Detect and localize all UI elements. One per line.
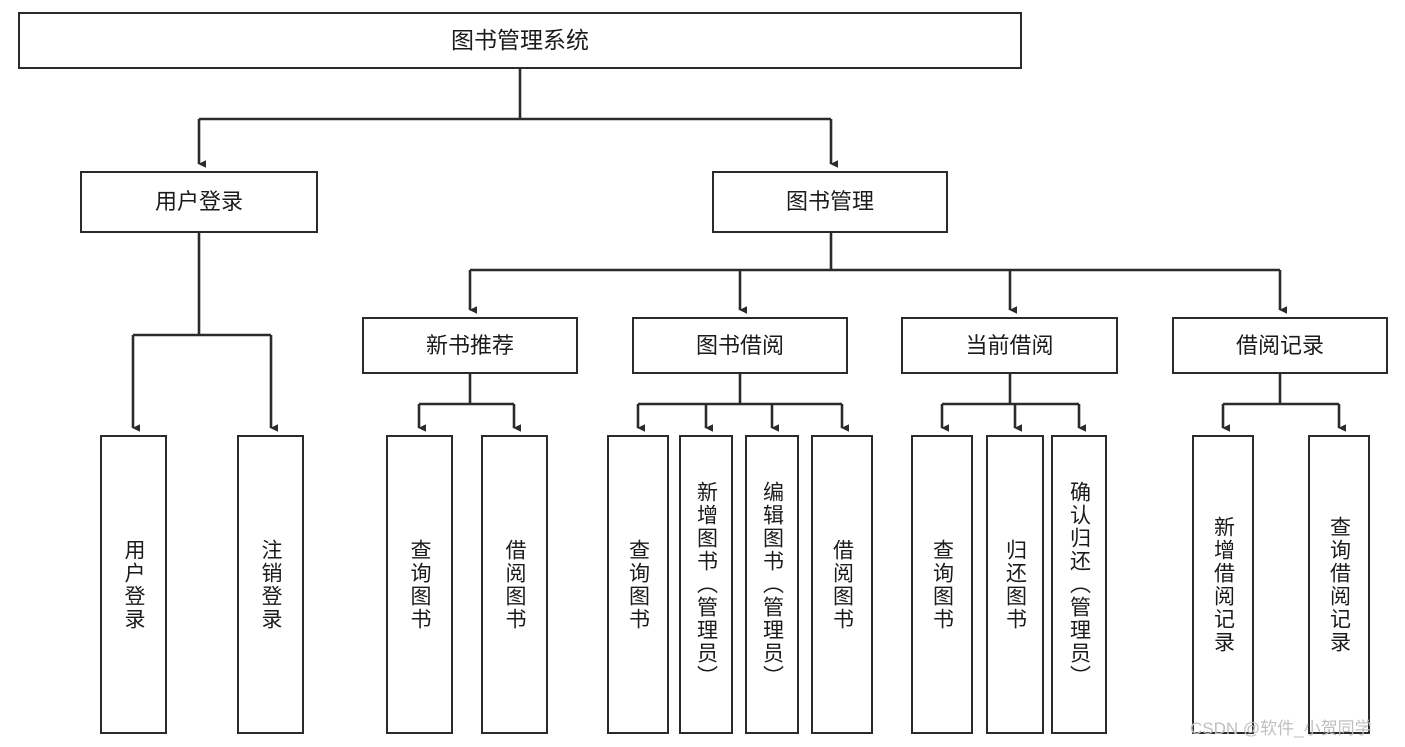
node-label: 查询图书	[930, 538, 954, 631]
node-user-login[interactable]: 用户登录	[80, 171, 318, 233]
node-book-management[interactable]: 图书管理	[712, 171, 948, 233]
node-label: 注销登录	[259, 538, 282, 631]
node-label: 查询图书	[408, 538, 431, 631]
node-leaf-user-login[interactable]: 用户登录	[100, 435, 167, 734]
node-leaf-edit-book-admin[interactable]: 编辑图书（管理员）	[745, 435, 799, 734]
node-leaf-borrow-book[interactable]: 借阅图书	[811, 435, 873, 734]
node-label: 新书推荐	[425, 332, 514, 358]
node-leaf-query-book-recommend[interactable]: 查询图书	[386, 435, 453, 734]
node-new-book-recommend[interactable]: 新书推荐	[362, 317, 578, 374]
node-leaf-confirm-return-admin[interactable]: 确认归还（管理员）	[1051, 435, 1107, 734]
node-label: 查询借阅记录	[1327, 515, 1351, 654]
node-leaf-return-book[interactable]: 归还图书	[986, 435, 1044, 734]
connector-lines	[131, 69, 1347, 432]
node-label: 确认归还（管理员）	[1067, 481, 1091, 688]
node-leaf-logout[interactable]: 注销登录	[237, 435, 304, 734]
node-label: 借阅图书	[830, 538, 854, 631]
node-label: 当前借阅	[965, 332, 1054, 358]
node-label: 编辑图书（管理员）	[760, 481, 784, 688]
node-book-borrow[interactable]: 图书借阅	[632, 317, 848, 374]
node-label: 新增借阅记录	[1211, 515, 1235, 654]
node-leaf-query-borrow-record[interactable]: 查询借阅记录	[1308, 435, 1370, 734]
node-book-management-system[interactable]: 图书管理系统	[18, 12, 1022, 69]
node-label: 借阅记录	[1235, 332, 1324, 358]
node-label: 图书管理系统	[451, 26, 589, 53]
node-label: 图书管理	[785, 189, 874, 215]
node-leaf-query-book-current[interactable]: 查询图书	[911, 435, 973, 734]
node-current-borrow[interactable]: 当前借阅	[901, 317, 1118, 374]
node-label: 借阅图书	[503, 538, 526, 631]
node-borrow-record[interactable]: 借阅记录	[1172, 317, 1388, 374]
node-label: 用户登录	[122, 538, 145, 631]
node-leaf-add-book-admin[interactable]: 新增图书（管理员）	[679, 435, 733, 734]
node-leaf-borrow-book-recommend[interactable]: 借阅图书	[481, 435, 548, 734]
node-label: 查询图书	[626, 538, 650, 631]
node-label: 用户登录	[154, 189, 243, 215]
node-leaf-query-book-borrow[interactable]: 查询图书	[607, 435, 669, 734]
node-label: 新增图书（管理员）	[694, 481, 718, 688]
node-label: 图书借阅	[695, 332, 784, 358]
node-leaf-add-borrow-record[interactable]: 新增借阅记录	[1192, 435, 1254, 734]
csdn-watermark: CSDN @软件_小贺同学	[1190, 719, 1372, 738]
node-label: 归还图书	[1003, 538, 1027, 631]
